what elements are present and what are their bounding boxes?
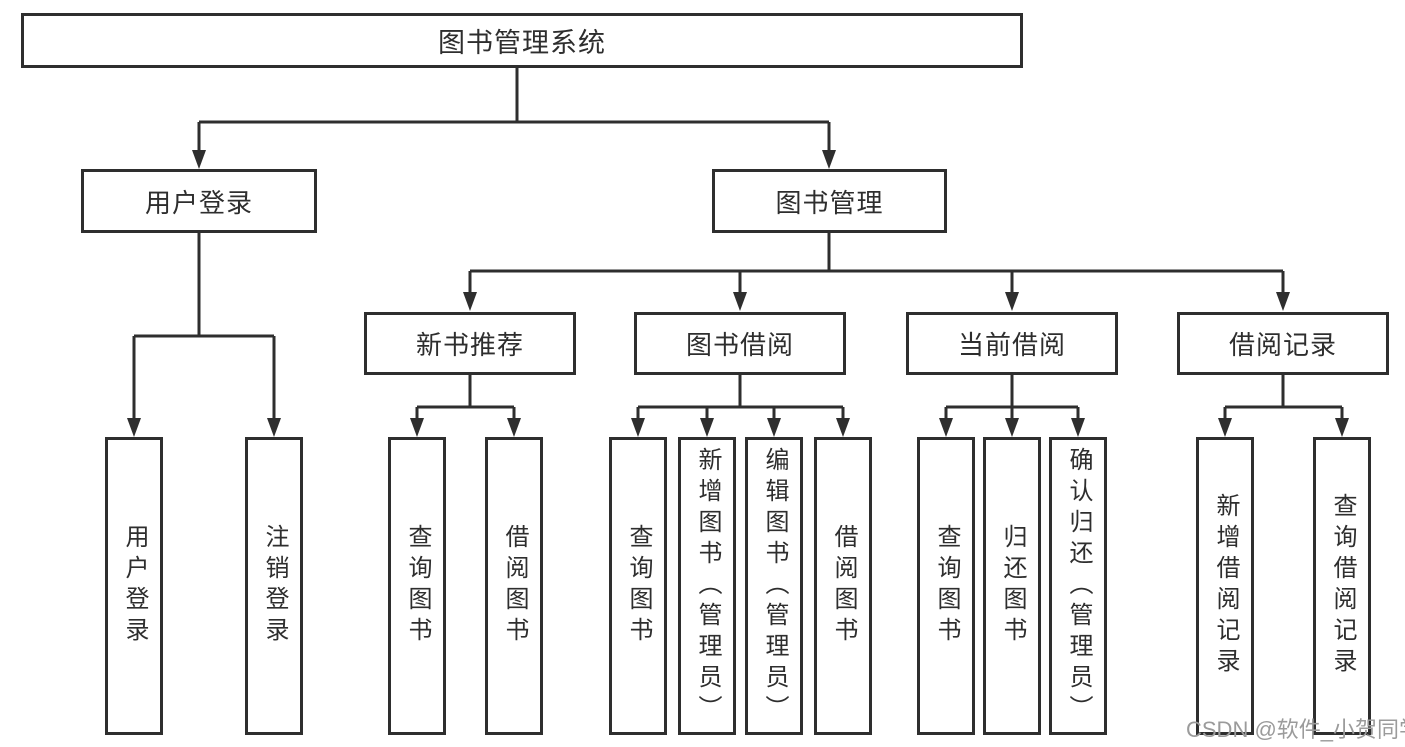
node-leaf-add-borrow-record: 新增借阅记录 — [1196, 437, 1254, 735]
node-leaf-edit-book-admin: 编辑图书（管理员） — [745, 437, 803, 735]
node-leaf-query-books-borrow: 查询图书 — [609, 437, 667, 735]
leaf-label: 查询图书 — [625, 524, 652, 648]
node-leaf-logout: 注销登录 — [245, 437, 303, 735]
node-root: 图书管理系统 — [21, 13, 1023, 68]
leaf-label: 查询图书 — [404, 524, 431, 648]
node-leaf-query-books-recommend: 查询图书 — [388, 437, 446, 735]
leaf-label: 新增图书（管理员） — [694, 446, 721, 726]
node-leaf-add-book-admin: 新增图书（管理员） — [678, 437, 736, 735]
node-leaf-query-borrow-record: 查询借阅记录 — [1313, 437, 1371, 735]
leaf-label: 查询借阅记录 — [1329, 493, 1356, 679]
leaf-label: 注销登录 — [261, 524, 288, 648]
node-leaf-user-login: 用户登录 — [105, 437, 163, 735]
leaf-label: 新增借阅记录 — [1212, 493, 1239, 679]
node-new-book-recommend: 新书推荐 — [364, 312, 576, 375]
node-current-borrow: 当前借阅 — [906, 312, 1118, 375]
leaf-label: 借阅图书 — [501, 524, 528, 648]
node-leaf-borrow-books-recommend: 借阅图书 — [485, 437, 543, 735]
node-book-management: 图书管理 — [712, 169, 947, 233]
node-leaf-return-book: 归还图书 — [983, 437, 1041, 735]
leaf-label: 编辑图书（管理员） — [761, 446, 788, 726]
node-leaf-query-books-current: 查询图书 — [917, 437, 975, 735]
csdn-watermark: CSDN @软件_小贺同学 — [1186, 717, 1405, 742]
leaf-label: 查询图书 — [933, 524, 960, 648]
leaf-label: 用户登录 — [121, 524, 148, 648]
leaf-label: 归还图书 — [999, 524, 1026, 648]
node-leaf-borrow-books-2: 借阅图书 — [814, 437, 872, 735]
leaf-label: 借阅图书 — [830, 524, 857, 648]
node-leaf-confirm-return-admin: 确认归还（管理员） — [1049, 437, 1107, 735]
node-user-login: 用户登录 — [81, 169, 317, 233]
leaf-label: 确认归还（管理员） — [1065, 446, 1092, 726]
node-borrow-records: 借阅记录 — [1177, 312, 1389, 375]
node-book-borrow: 图书借阅 — [634, 312, 846, 375]
